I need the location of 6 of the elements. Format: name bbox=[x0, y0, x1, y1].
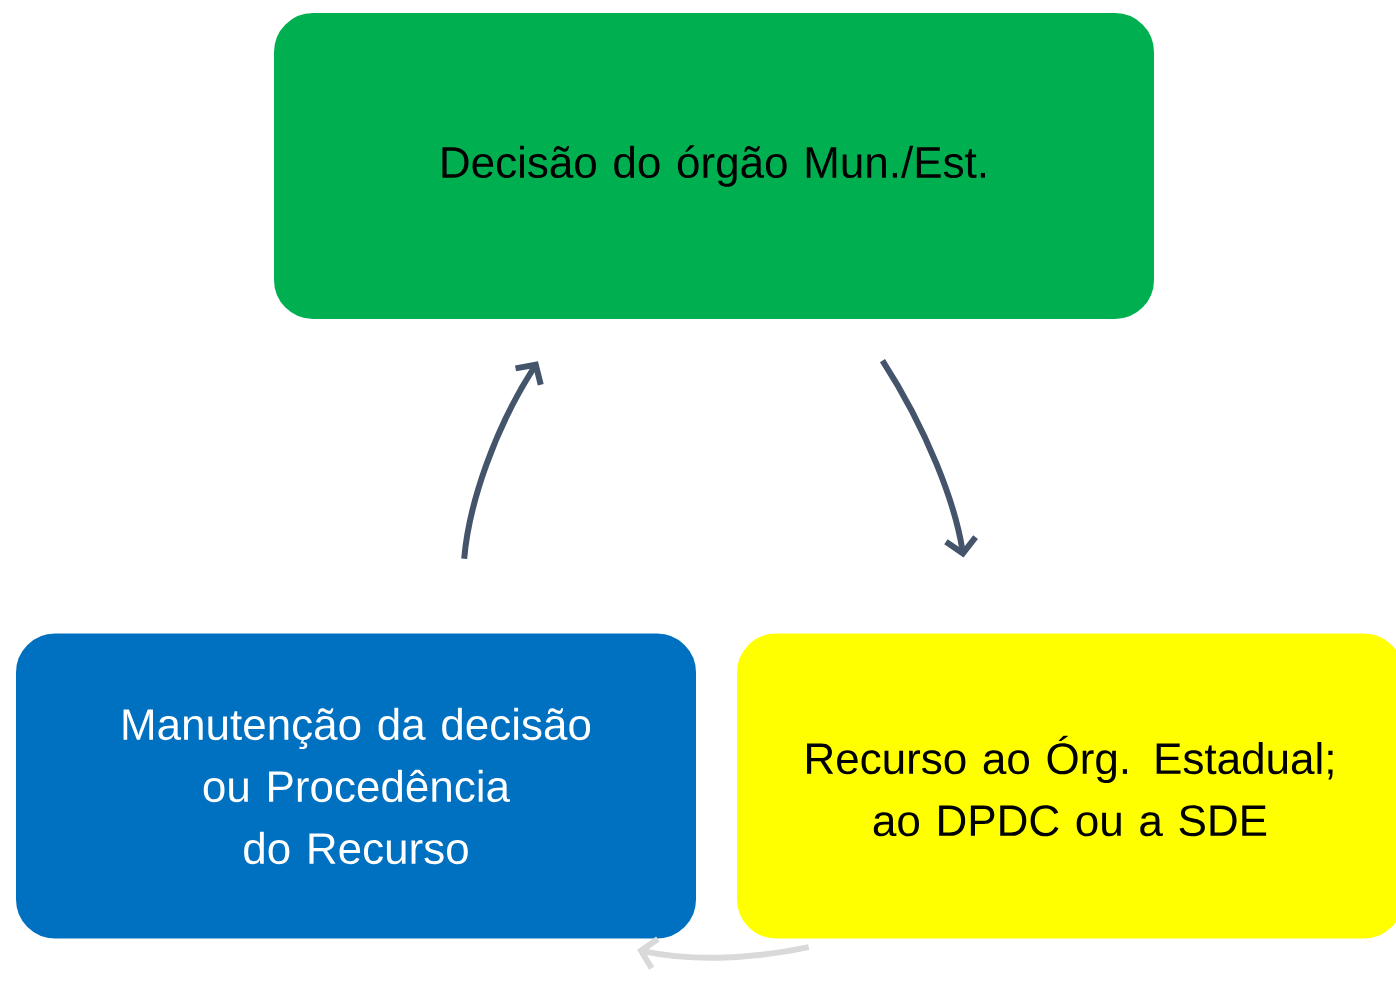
process-box: Recurso ao Órg. Estadual; ao DPDC ou a SDE bbox=[735, 631, 1396, 941]
arrow bbox=[879, 358, 978, 558]
process-box: Manutenção da decisão ou Procedência do Recurso bbox=[14, 631, 698, 941]
process-box: Decisão do órgão Mun./Est. bbox=[272, 11, 1156, 321]
arrow bbox=[461, 361, 544, 560]
arrow bbox=[637, 936, 810, 970]
